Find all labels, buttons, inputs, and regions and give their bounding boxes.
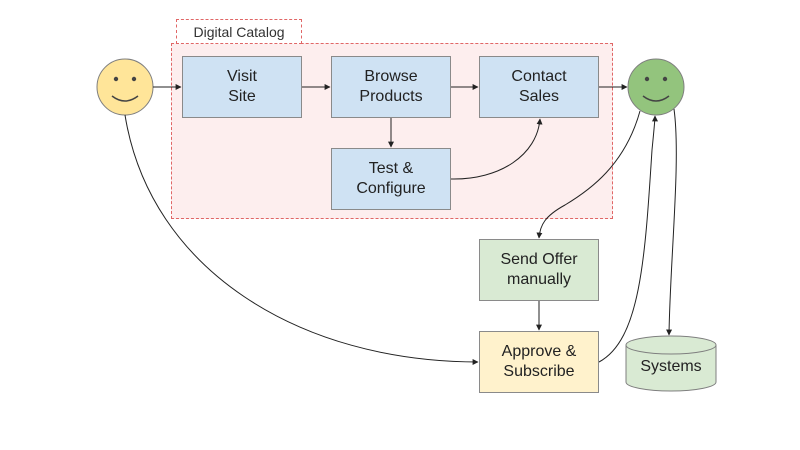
edge-sales-to-systems — [666, 108, 677, 336]
approve-subscribe-box: Approve & Subscribe — [479, 331, 599, 393]
visit-site-box: Visit Site — [182, 56, 302, 118]
edge-sales-to-offer — [536, 110, 641, 239]
systems-label: Systems — [640, 358, 702, 375]
contact-sales-box: Contact Sales — [479, 56, 599, 118]
send-offer-box: Send Offer manually — [479, 239, 599, 301]
customer-smiley-icon — [96, 58, 154, 116]
digital-catalog-label: Digital Catalog — [176, 19, 302, 44]
browse-products-box: Browse Products — [331, 56, 451, 118]
edge-approve-to-sales — [598, 115, 658, 363]
edge-customer-to-approve — [124, 114, 479, 365]
edge-test-to-contact — [450, 118, 543, 180]
systems-database-icon — [625, 335, 717, 392]
test-configure-box: Test & Configure — [331, 148, 451, 210]
sales-smiley-icon — [627, 58, 685, 116]
